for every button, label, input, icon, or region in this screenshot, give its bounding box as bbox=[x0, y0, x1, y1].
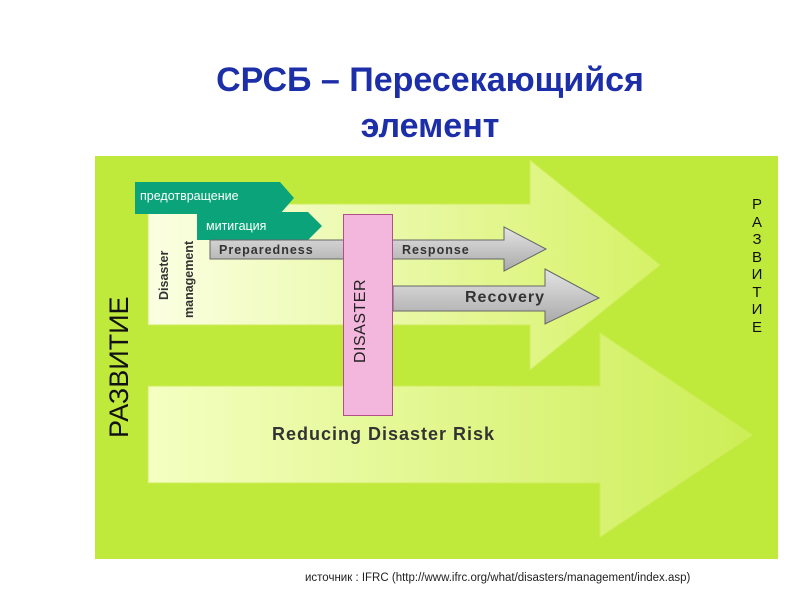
management-label: management bbox=[182, 240, 196, 318]
razvitie-letter: А bbox=[751, 213, 762, 231]
slide-title-line2: элемент bbox=[360, 107, 500, 145]
recovery-arrow bbox=[392, 268, 601, 325]
preparedness-label: Preparedness bbox=[219, 243, 314, 257]
reducing-risk-label: Reducing Disaster Risk bbox=[272, 424, 496, 444]
slide-title-line1: СРСБ – Пересекающийся bbox=[216, 61, 644, 99]
razvitie-letter: З bbox=[752, 231, 762, 248]
response-label: Response bbox=[402, 243, 470, 257]
prevention-label: предотвращение bbox=[140, 189, 239, 203]
disaster-vertical-label: DISASTER bbox=[352, 278, 369, 363]
razvitie-letter: Т bbox=[752, 283, 762, 301]
lower-large-arrow bbox=[147, 332, 753, 538]
razvitie-letter: В bbox=[751, 248, 762, 266]
razvitie-right-vertical: Р А З В И Т И Е bbox=[744, 196, 770, 336]
disaster-box bbox=[343, 214, 393, 416]
disaster-label: Disaster bbox=[157, 250, 171, 300]
source-citation: источник : IFRC (http://www.ifrc.org/wha… bbox=[305, 572, 691, 584]
razvitie-letter: Р bbox=[751, 196, 762, 213]
razvitie-letter: Е bbox=[751, 318, 762, 336]
razvitie-letter: И bbox=[751, 301, 763, 318]
mitigation-tag bbox=[197, 212, 322, 240]
prevention-tag bbox=[135, 182, 294, 214]
recovery-label: Recovery bbox=[465, 289, 546, 306]
razvitie-letter: И bbox=[751, 266, 763, 283]
razvitie-left-label: РАЗВИТИЕ bbox=[104, 296, 134, 438]
mitigation-label: митигация bbox=[206, 219, 267, 233]
